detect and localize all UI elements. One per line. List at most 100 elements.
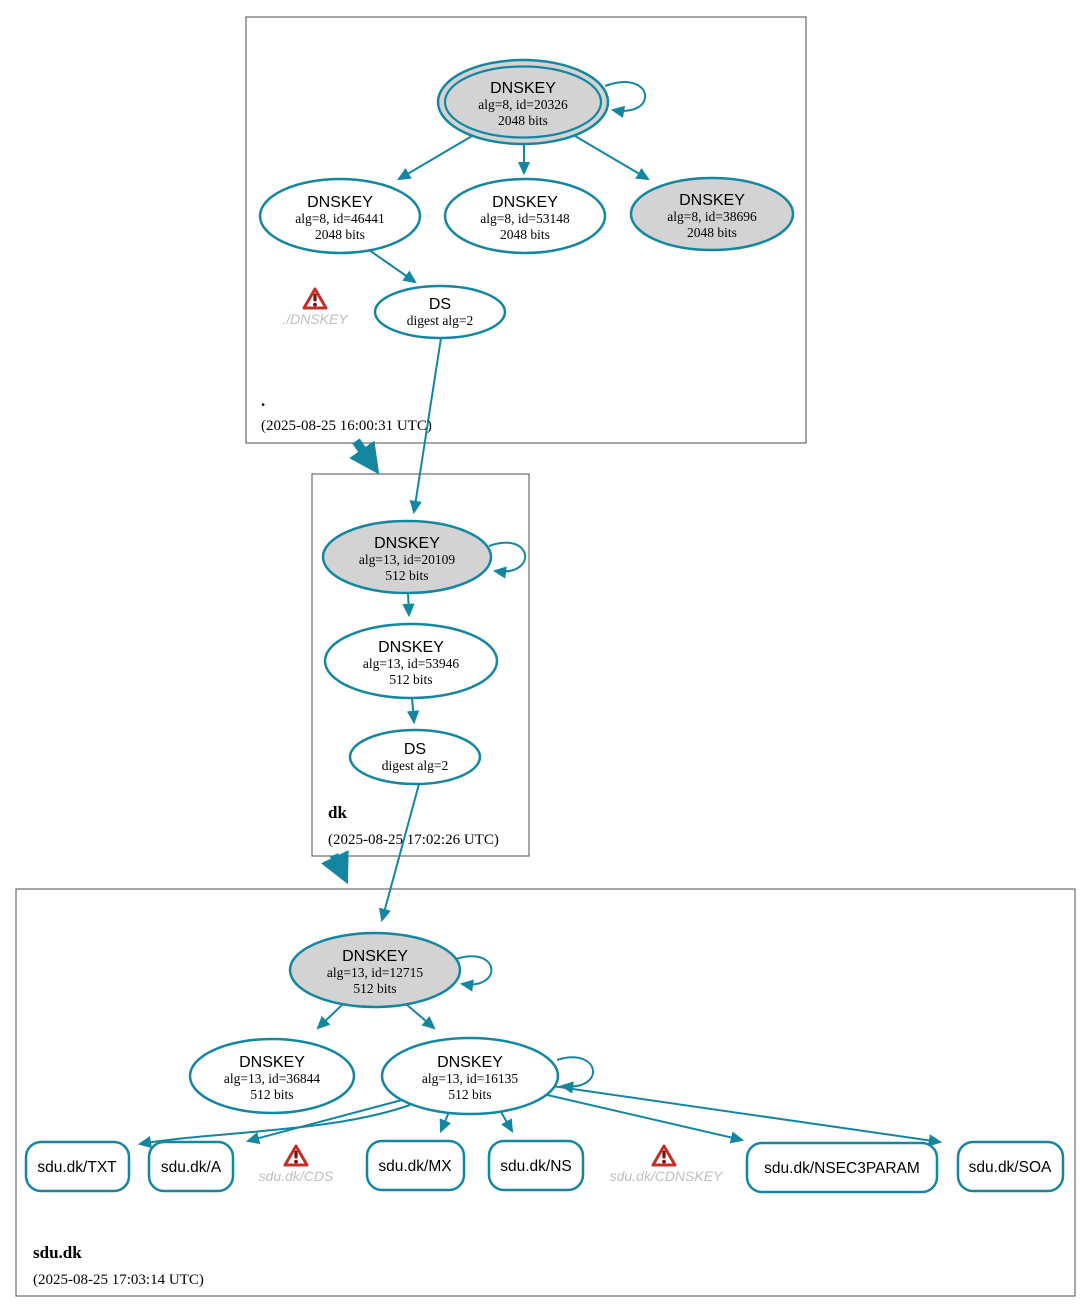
node-dnskey-20326[interactable]: DNSKEY alg=8, id=20326 2048 bits [436, 58, 610, 146]
warning-label-cdnskey: sdu.dk/CDNSKEY [610, 1168, 724, 1184]
node-title: DNSKEY [239, 1054, 305, 1071]
node-dnskey-16135[interactable]: DNSKEY alg=13, id=16135 512 bits [380, 1036, 560, 1116]
warning-exclamation [662, 1150, 666, 1159]
rrset-rect [745, 1141, 939, 1194]
zone-dk: DNSKEY alg=13, id=20109 512 bits DNSKEY … [321, 519, 526, 848]
rrsig-edge [316, 1003, 344, 1030]
zone-box-sdu-dk [15, 888, 1076, 1297]
warning-exclamation-dot [662, 1159, 666, 1164]
rrsig-edge [402, 592, 415, 618]
rrset-rect [24, 1140, 131, 1193]
node-ds-dk[interactable]: DS digest alg=2 [348, 728, 482, 786]
warning-icon [651, 1144, 677, 1167]
self-loop [604, 81, 647, 118]
node-ds-root[interactable]: DS digest alg=2 [373, 284, 507, 340]
node-detail: alg=8, id=53148 [480, 211, 570, 226]
ellipse [258, 177, 422, 255]
rrset-label: sdu.dk/NSEC3PARAM [764, 1160, 920, 1177]
ds-to-dnskey-edge-root-dk [409, 337, 442, 515]
rrsig-edge-soa [551, 1085, 943, 1147]
node-bits: 512 bits [353, 981, 396, 996]
node-detail: alg=13, id=53946 [363, 656, 459, 671]
zone-box-root [245, 16, 807, 444]
zone-name-dk: dk [328, 803, 347, 822]
node-title: DNSKEY [378, 639, 444, 656]
node-bits: 2048 bits [315, 227, 365, 242]
delegation-arrow-dk-sdu [320, 850, 349, 885]
node-rrset-txt[interactable]: sdu.dk/TXT [24, 1140, 131, 1193]
node-dnskey-53946[interactable]: DNSKEY alg=13, id=53946 512 bits [323, 622, 499, 700]
node-title: DNSKEY [374, 535, 440, 552]
warning-exclamation [313, 293, 317, 302]
node-dnskey-53148[interactable]: DNSKEY alg=8, id=53148 2048 bits [443, 177, 607, 255]
node-rrset-nsec3param[interactable]: sdu.dk/NSEC3PARAM [745, 1141, 939, 1194]
node-title: DNSKEY [437, 1054, 503, 1071]
node-detail: alg=8, id=38696 [667, 209, 757, 224]
rrsig-edge [405, 1003, 436, 1030]
ds-to-dnskey-edge-dk-sdu [378, 783, 420, 923]
node-bits: 512 bits [448, 1087, 491, 1102]
node-rrset-a[interactable]: sdu.dk/A [147, 1140, 235, 1193]
ellipse [373, 284, 507, 340]
node-detail: alg=13, id=20109 [359, 552, 455, 567]
node-detail: digest alg=2 [407, 313, 473, 328]
zone-timestamp-root: (2025-08-25 16:00:31 UTC) [261, 418, 432, 434]
node-dnskey-20109[interactable]: DNSKEY alg=13, id=20109 512 bits [321, 519, 493, 595]
warning-label-cds: sdu.dk/CDS [259, 1168, 334, 1184]
rrsig-edge-ns [500, 1111, 514, 1133]
node-rrset-soa[interactable]: sdu.dk/SOA [956, 1140, 1065, 1193]
rrsig-edge-mx [439, 1111, 452, 1134]
warning-exclamation-dot [294, 1159, 298, 1164]
ellipse [436, 58, 610, 146]
node-detail: alg=13, id=36844 [224, 1071, 320, 1086]
rrset-rect [956, 1140, 1065, 1193]
node-rrset-ns[interactable]: sdu.dk/NS [487, 1139, 585, 1192]
rrset-rect [365, 1139, 466, 1192]
warning-icon [302, 287, 328, 310]
self-loop [455, 955, 493, 992]
rrset-label: sdu.dk/A [161, 1159, 222, 1176]
node-detail: digest alg=2 [382, 758, 448, 773]
node-bits: 512 bits [389, 672, 432, 687]
delegation-arrow-root-dk [349, 438, 380, 475]
node-title: DNSKEY [679, 192, 745, 209]
node-detail: alg=13, id=12715 [327, 965, 423, 980]
rrsig-edge [574, 135, 650, 181]
ellipse [443, 177, 607, 255]
node-dnskey-36844[interactable]: DNSKEY alg=13, id=36844 512 bits [188, 1037, 356, 1115]
rrsig-edge [368, 249, 417, 284]
node-detail: alg=8, id=46441 [295, 211, 384, 226]
node-rrset-mx[interactable]: sdu.dk/MX [365, 1139, 466, 1192]
ellipse [323, 622, 499, 700]
node-title: DNSKEY [307, 194, 373, 211]
node-dnskey-12715[interactable]: DNSKEY alg=13, id=12715 512 bits [288, 931, 462, 1009]
node-detail: alg=8, id=20326 [478, 97, 568, 112]
node-bits: 2048 bits [500, 227, 550, 242]
zone-name-sdu-dk: sdu.dk [33, 1243, 82, 1262]
rrset-label: sdu.dk/MX [378, 1158, 452, 1175]
self-loop [488, 541, 526, 579]
ellipse [321, 519, 493, 595]
node-bits: 512 bits [250, 1087, 293, 1102]
node-detail: alg=13, id=16135 [422, 1071, 518, 1086]
warning-exclamation-dot [313, 302, 317, 307]
node-title: DS [404, 741, 426, 758]
ellipse [348, 728, 482, 786]
node-dnskey-38696[interactable]: DNSKEY alg=8, id=38696 2048 bits [629, 176, 795, 252]
rrsig-edge-nsec3param [542, 1093, 745, 1144]
warning-label-root-dnskey: ./DNSKEY [282, 311, 349, 327]
rrsig-edge [406, 697, 420, 725]
zone-sdu-dk: DNSKEY alg=13, id=12715 512 bits DNSKEY … [24, 931, 1065, 1288]
ellipse [629, 176, 795, 252]
ellipse [380, 1036, 560, 1116]
rrset-label: sdu.dk/NS [500, 1158, 572, 1175]
node-title: DS [429, 296, 451, 313]
zone-root: DNSKEY alg=8, id=20326 2048 bits DNSKEY … [258, 58, 795, 434]
rrsig-edge-txt [137, 1104, 411, 1149]
rrsig-edge [397, 135, 473, 181]
ellipse-inner [443, 65, 603, 139]
self-loop [556, 1056, 594, 1094]
rrset-label: sdu.dk/SOA [969, 1159, 1052, 1176]
node-dnskey-46441[interactable]: DNSKEY alg=8, id=46441 2048 bits [258, 177, 422, 255]
